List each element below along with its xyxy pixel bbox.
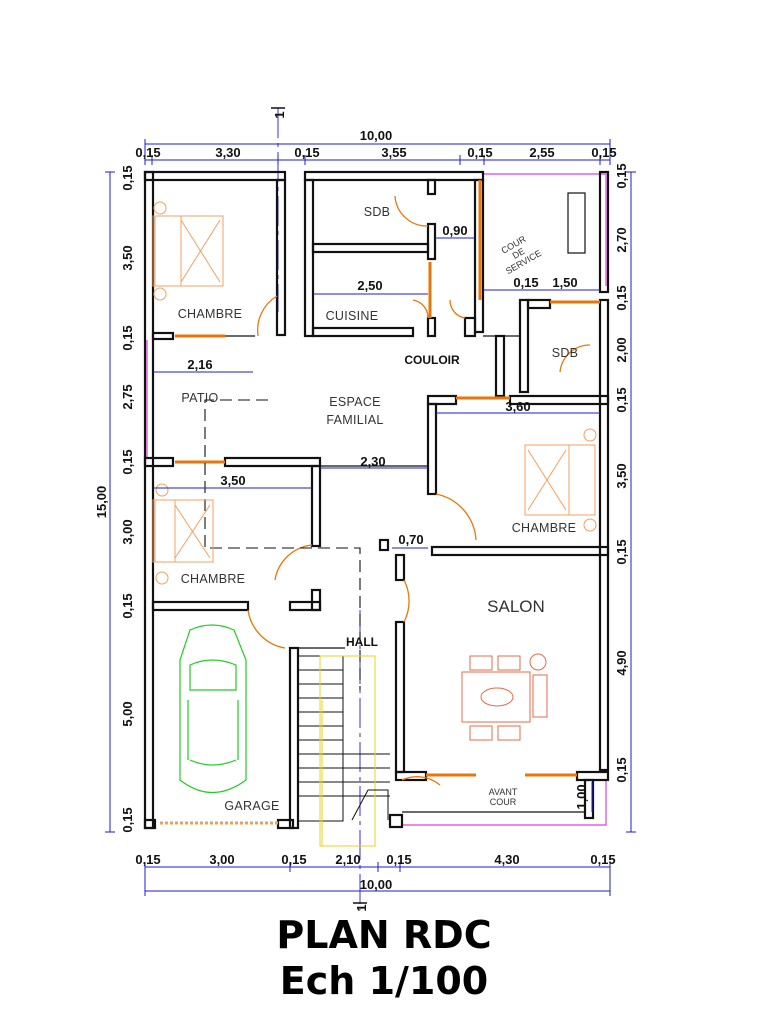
- room-chambre-right: CHAMBRE: [512, 521, 577, 535]
- plan-scale: Ech 1/100: [279, 959, 489, 1003]
- dim-interior-100: 1,00: [574, 784, 589, 809]
- dim-right-4: 0,15: [614, 387, 629, 412]
- interior-dimension-lines: [153, 237, 600, 549]
- section-mark-bottom: 1: [354, 904, 369, 911]
- bed-left: [152, 483, 214, 585]
- dim-left-2: 0,15: [120, 325, 135, 350]
- dim-top-5: 2,55: [529, 145, 554, 160]
- salon-furniture: [461, 653, 548, 741]
- dim-interior-360: 3,60: [505, 399, 530, 414]
- dim-left-1: 3,50: [120, 245, 135, 270]
- staircase: [297, 655, 390, 847]
- dim-bottom-6: 0,15: [590, 852, 615, 867]
- bed-top-left: [152, 201, 224, 301]
- dim-left-5: 3,00: [120, 519, 135, 544]
- dim-right-1: 2,70: [614, 227, 629, 252]
- dim-interior-015: 0,15: [513, 275, 538, 290]
- dim-interior-150: 1,50: [552, 275, 577, 290]
- dim-bottom-2: 0,15: [281, 852, 306, 867]
- section-mark-top: 1: [272, 111, 287, 118]
- dim-left-0: 0,15: [120, 165, 135, 190]
- dim-top-total: 10,00: [360, 128, 393, 143]
- room-garage: GARAGE: [224, 799, 279, 813]
- dim-interior-250: 2,50: [357, 278, 382, 293]
- dim-interior-350: 3,50: [220, 473, 245, 488]
- bed-right: [524, 428, 597, 532]
- dim-right-6: 0,15: [614, 539, 629, 564]
- dim-left-8: 0,15: [120, 807, 135, 832]
- dim-top-6: 0,15: [591, 145, 616, 160]
- dim-top-3: 3,55: [381, 145, 406, 160]
- room-espace: ESPACE: [329, 395, 381, 409]
- dim-bottom-4: 0,15: [386, 852, 411, 867]
- dim-left-total: 15,00: [94, 486, 109, 519]
- room-cuisine: CUISINE: [326, 309, 379, 323]
- car-icon: [179, 624, 247, 793]
- room-avant: AVANT: [489, 787, 518, 797]
- dim-interior-090: 0,90: [442, 223, 467, 238]
- door-swings: [247, 195, 591, 786]
- room-patio: PATIO: [181, 391, 218, 405]
- dim-left-3: 2,75: [120, 384, 135, 409]
- dim-right-7: 4,90: [614, 650, 629, 675]
- dim-right-5: 3,50: [614, 463, 629, 488]
- dim-bottom-1: 3,00: [209, 852, 234, 867]
- dim-top-2: 0,15: [294, 145, 319, 160]
- plan-title: PLAN RDC: [276, 913, 492, 957]
- exterior-walls: [143, 170, 610, 830]
- room-familial: FAMILIAL: [326, 413, 383, 427]
- dim-bottom-3: 2,10: [335, 852, 360, 867]
- dimension-lines: [105, 139, 636, 896]
- dim-right-0: 0,15: [614, 163, 629, 188]
- dim-right-3: 2,00: [614, 337, 629, 362]
- dim-left-4: 0,15: [120, 449, 135, 474]
- dim-bottom-total: 10,00: [360, 877, 393, 892]
- dim-right-8: 0,15: [614, 757, 629, 782]
- dim-top-4: 0,15: [467, 145, 492, 160]
- room-couloir: COULOIR: [404, 353, 460, 367]
- dim-right-2: 0,15: [614, 285, 629, 310]
- room-cour: COUR: [490, 797, 517, 807]
- dim-interior-070: 0,70: [398, 532, 423, 547]
- room-hall: HALL: [346, 635, 378, 649]
- dim-interior-216: 2,16: [187, 357, 212, 372]
- service-court-fixture: [567, 192, 586, 254]
- dim-left-7: 5,00: [120, 701, 135, 726]
- room-chambre-top-left: CHAMBRE: [178, 307, 243, 321]
- dashed-outlines: [204, 399, 361, 690]
- room-cour-de-service: COUR DE SERVICE: [500, 234, 544, 277]
- room-sdb-right: SDB: [552, 346, 579, 360]
- dim-bottom-0: 0,15: [135, 852, 160, 867]
- room-sdb-top: SDB: [364, 205, 391, 219]
- title-block: PLAN RDC Ech 1/100: [0, 912, 768, 1004]
- room-chambre-left: CHAMBRE: [181, 572, 246, 586]
- dim-left-6: 0,15: [120, 593, 135, 618]
- dim-top-1: 3,30: [215, 145, 240, 160]
- openings: [160, 180, 600, 825]
- property-lines: [146, 173, 607, 826]
- dim-interior-230: 2,30: [360, 454, 385, 469]
- room-salon: SALON: [487, 597, 545, 616]
- dim-top-0: 0,15: [135, 145, 160, 160]
- dim-bottom-5: 4,30: [494, 852, 519, 867]
